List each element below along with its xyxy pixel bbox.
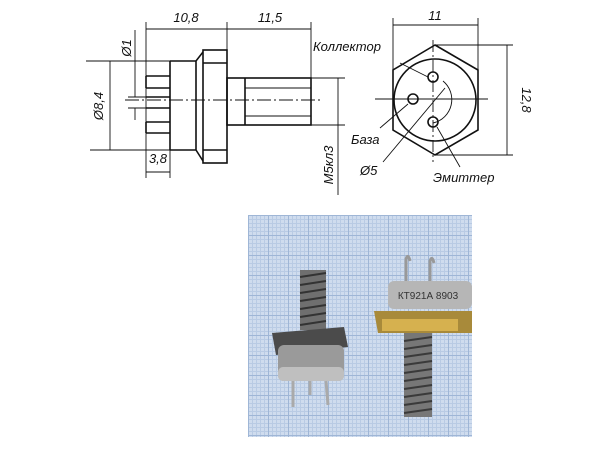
label-collector: Коллектор [313, 39, 381, 54]
dim-pin-circle: Ø5 [359, 163, 378, 178]
label-base: База [351, 132, 380, 147]
dim-hex-height: 12,8 [519, 87, 534, 113]
end-view: 11 12,8 Коллектор База Ø5 Эмиттер [313, 8, 534, 185]
dim-length-thread: 11,5 [258, 10, 283, 25]
dim-pin-length: 3,8 [149, 151, 168, 166]
dim-pin-diameter: Ø1 [119, 39, 134, 57]
dim-body-diameter: Ø8,4 [91, 92, 106, 121]
transistor-thread-up [272, 270, 348, 407]
transistor-pins-up: КТ921А 8903 [374, 254, 472, 417]
dim-hex-width: 11 [428, 8, 442, 23]
dim-length-body: 10,8 [173, 10, 199, 25]
technical-drawing: 10,8 11,5 3,8 Ø1 Ø8,4 М5кл3 11 12,8 Колл… [86, 8, 534, 195]
side-view: 10,8 11,5 3,8 Ø1 Ø8,4 М5кл3 [86, 10, 345, 195]
label-emitter: Эмиттер [433, 170, 494, 185]
photo-marking: КТ921А 8903 [398, 291, 459, 302]
product-photo: КТ921А 8903 [248, 215, 472, 437]
dim-thread: М5кл3 [321, 145, 336, 185]
